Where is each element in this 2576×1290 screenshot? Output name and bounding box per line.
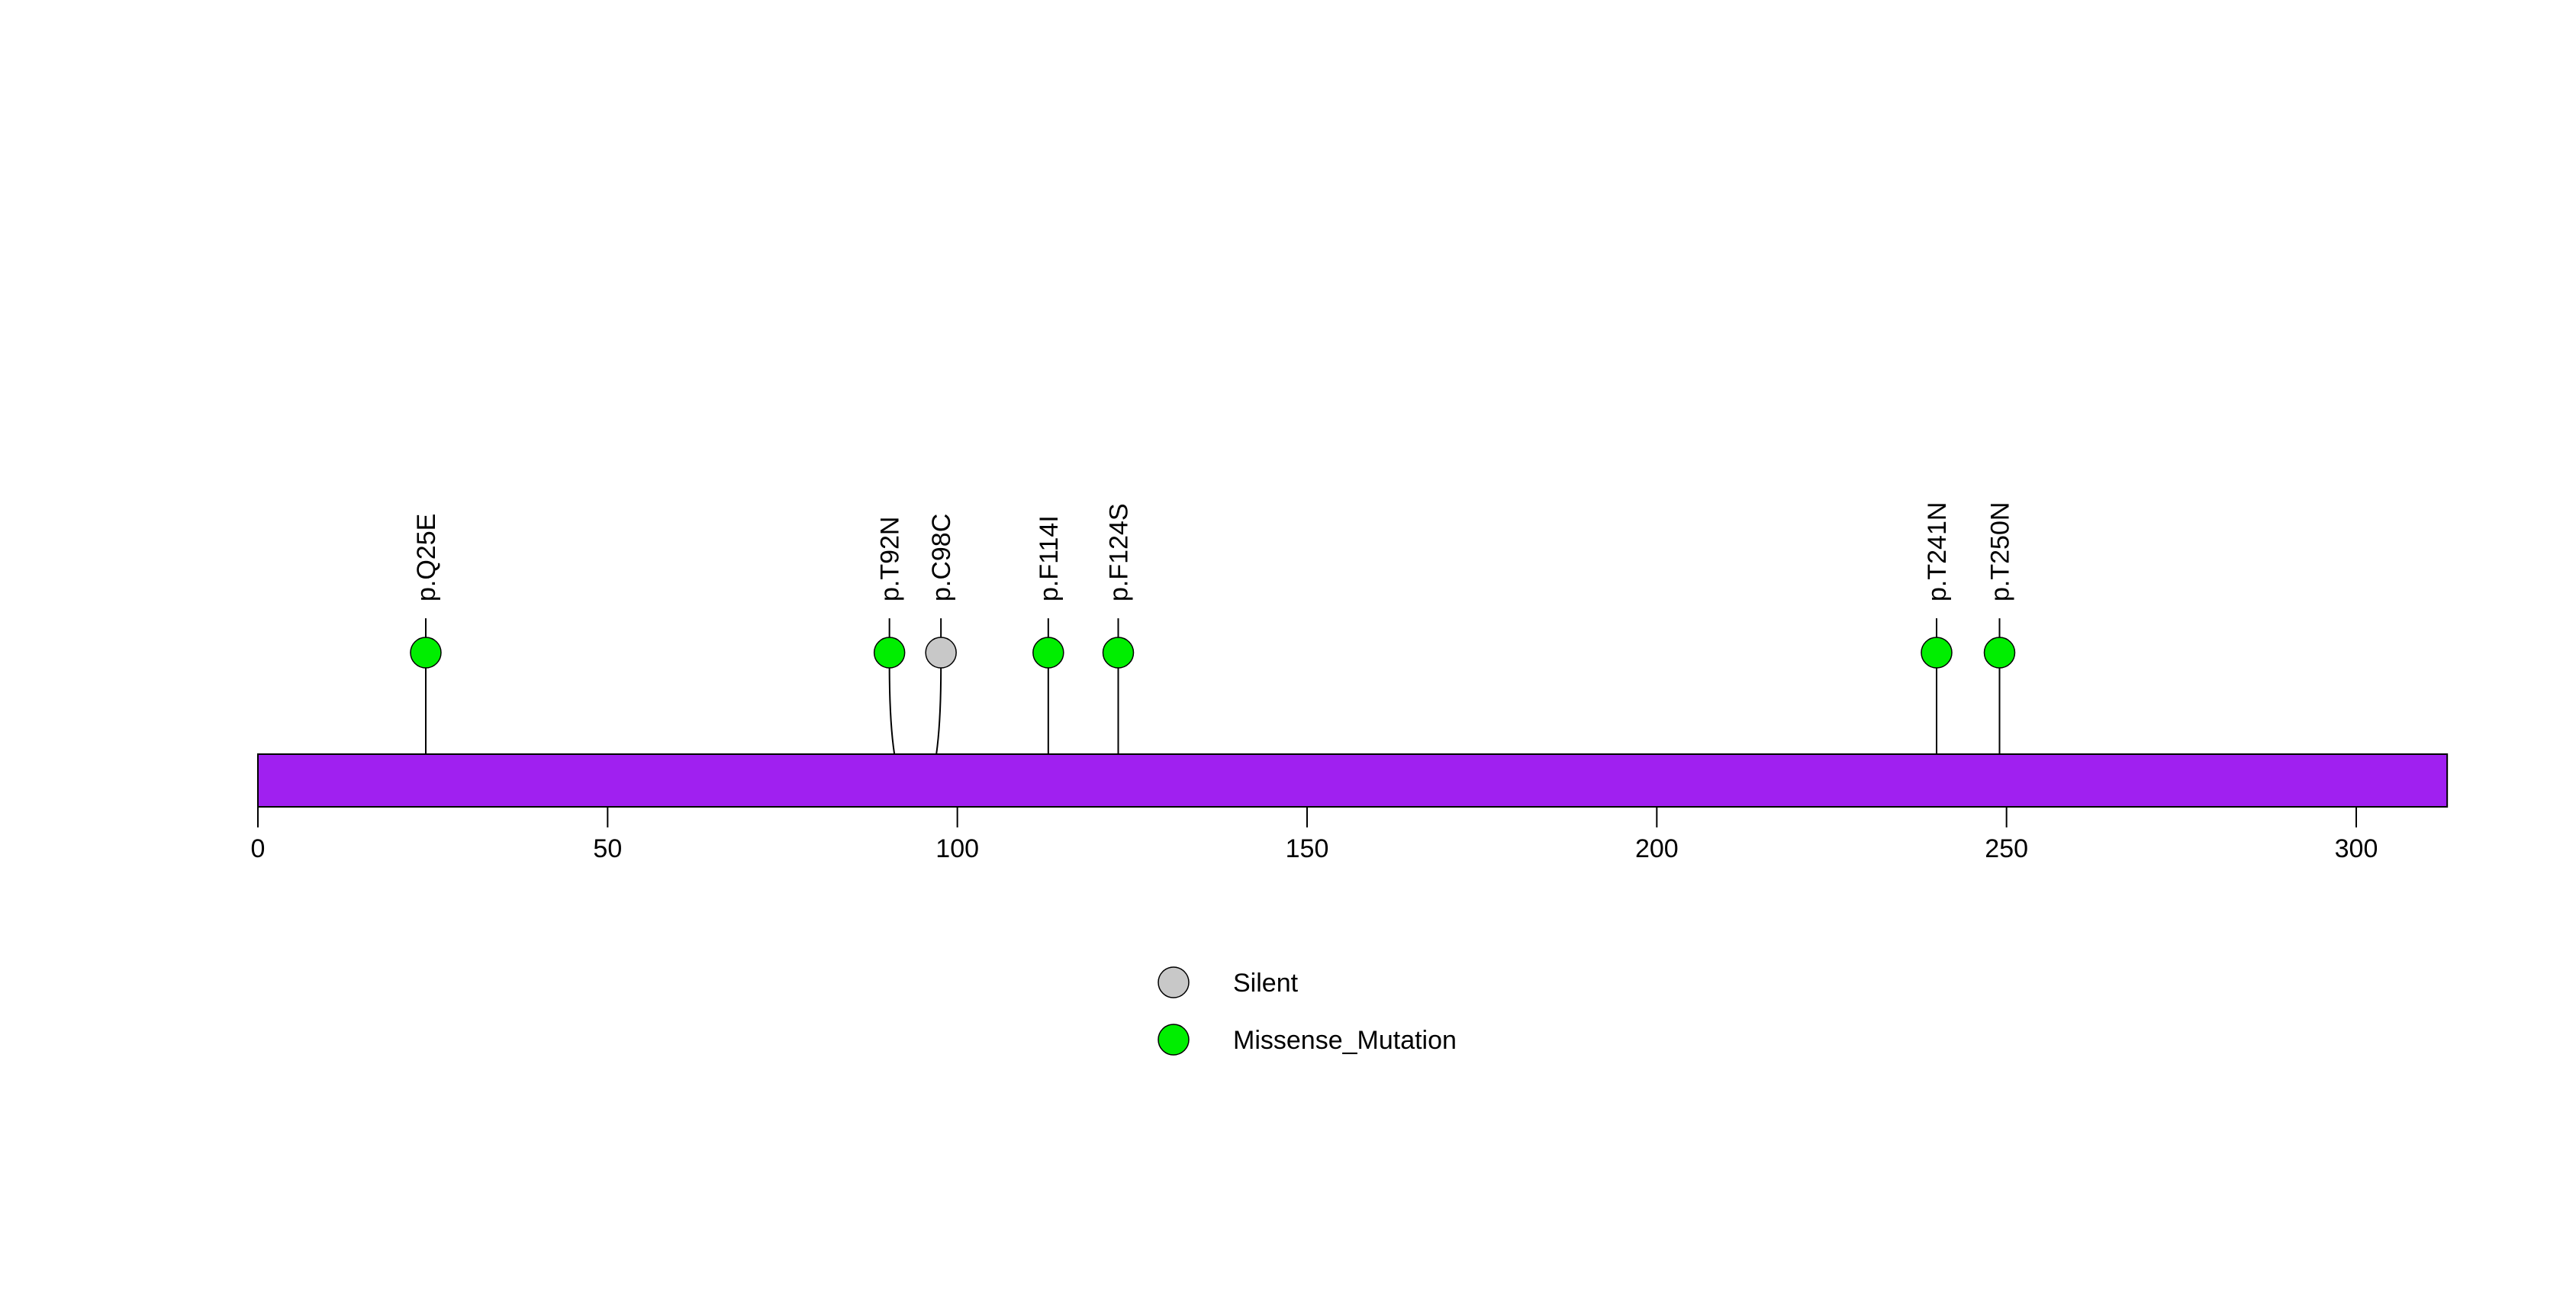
mutation-label: p.T250N — [1986, 502, 2015, 601]
legend-marker — [1158, 1024, 1190, 1056]
mutation-circle — [1921, 637, 1953, 669]
lollipop-heads — [410, 637, 2016, 669]
protein-backbone-bar — [257, 753, 2449, 808]
legend-marker — [1158, 966, 1190, 998]
mutation-label: p.F124S — [1105, 503, 1134, 601]
protein-backbone — [257, 753, 2449, 808]
lollipop-stems — [425, 618, 2001, 755]
mutation-circle — [1983, 637, 2016, 669]
legend-label: Missense_Mutation — [1233, 1026, 1457, 1055]
mutation-label: p.F114I — [1035, 515, 1064, 601]
mutation-label: p.T92N — [876, 517, 905, 602]
x-axis: 0 50 100 150 200 250 300 — [251, 807, 2378, 863]
axis-tick-label: 200 — [1635, 834, 1679, 863]
mutation-circle — [410, 637, 442, 669]
axis-tick-label: 300 — [2335, 834, 2378, 863]
legend-label: Silent — [1233, 969, 1299, 998]
mutation-circle — [1102, 637, 1135, 669]
lollipop-stem-bent — [935, 666, 942, 755]
axis-tick-label: 100 — [935, 834, 979, 863]
axis-tick-label: 250 — [1985, 834, 2028, 863]
axis-tick-label: 150 — [1286, 834, 1329, 863]
mutation-circle — [1032, 637, 1064, 669]
mutation-label: p.C98C — [927, 514, 956, 601]
mutation-circle — [925, 637, 957, 669]
mutation-label: p.T241N — [1923, 502, 1952, 601]
axis-tick-label: 0 — [251, 834, 266, 863]
lollipop-stem-bent — [888, 666, 896, 755]
mutation-label: p.Q25E — [412, 514, 441, 601]
mutation-labels: p.Q25E p.T92N p.C98C p.F114I p.F124S p.T241N p… — [412, 502, 2015, 601]
mutation-circle — [873, 637, 906, 669]
axis-tick-label: 50 — [593, 834, 622, 863]
